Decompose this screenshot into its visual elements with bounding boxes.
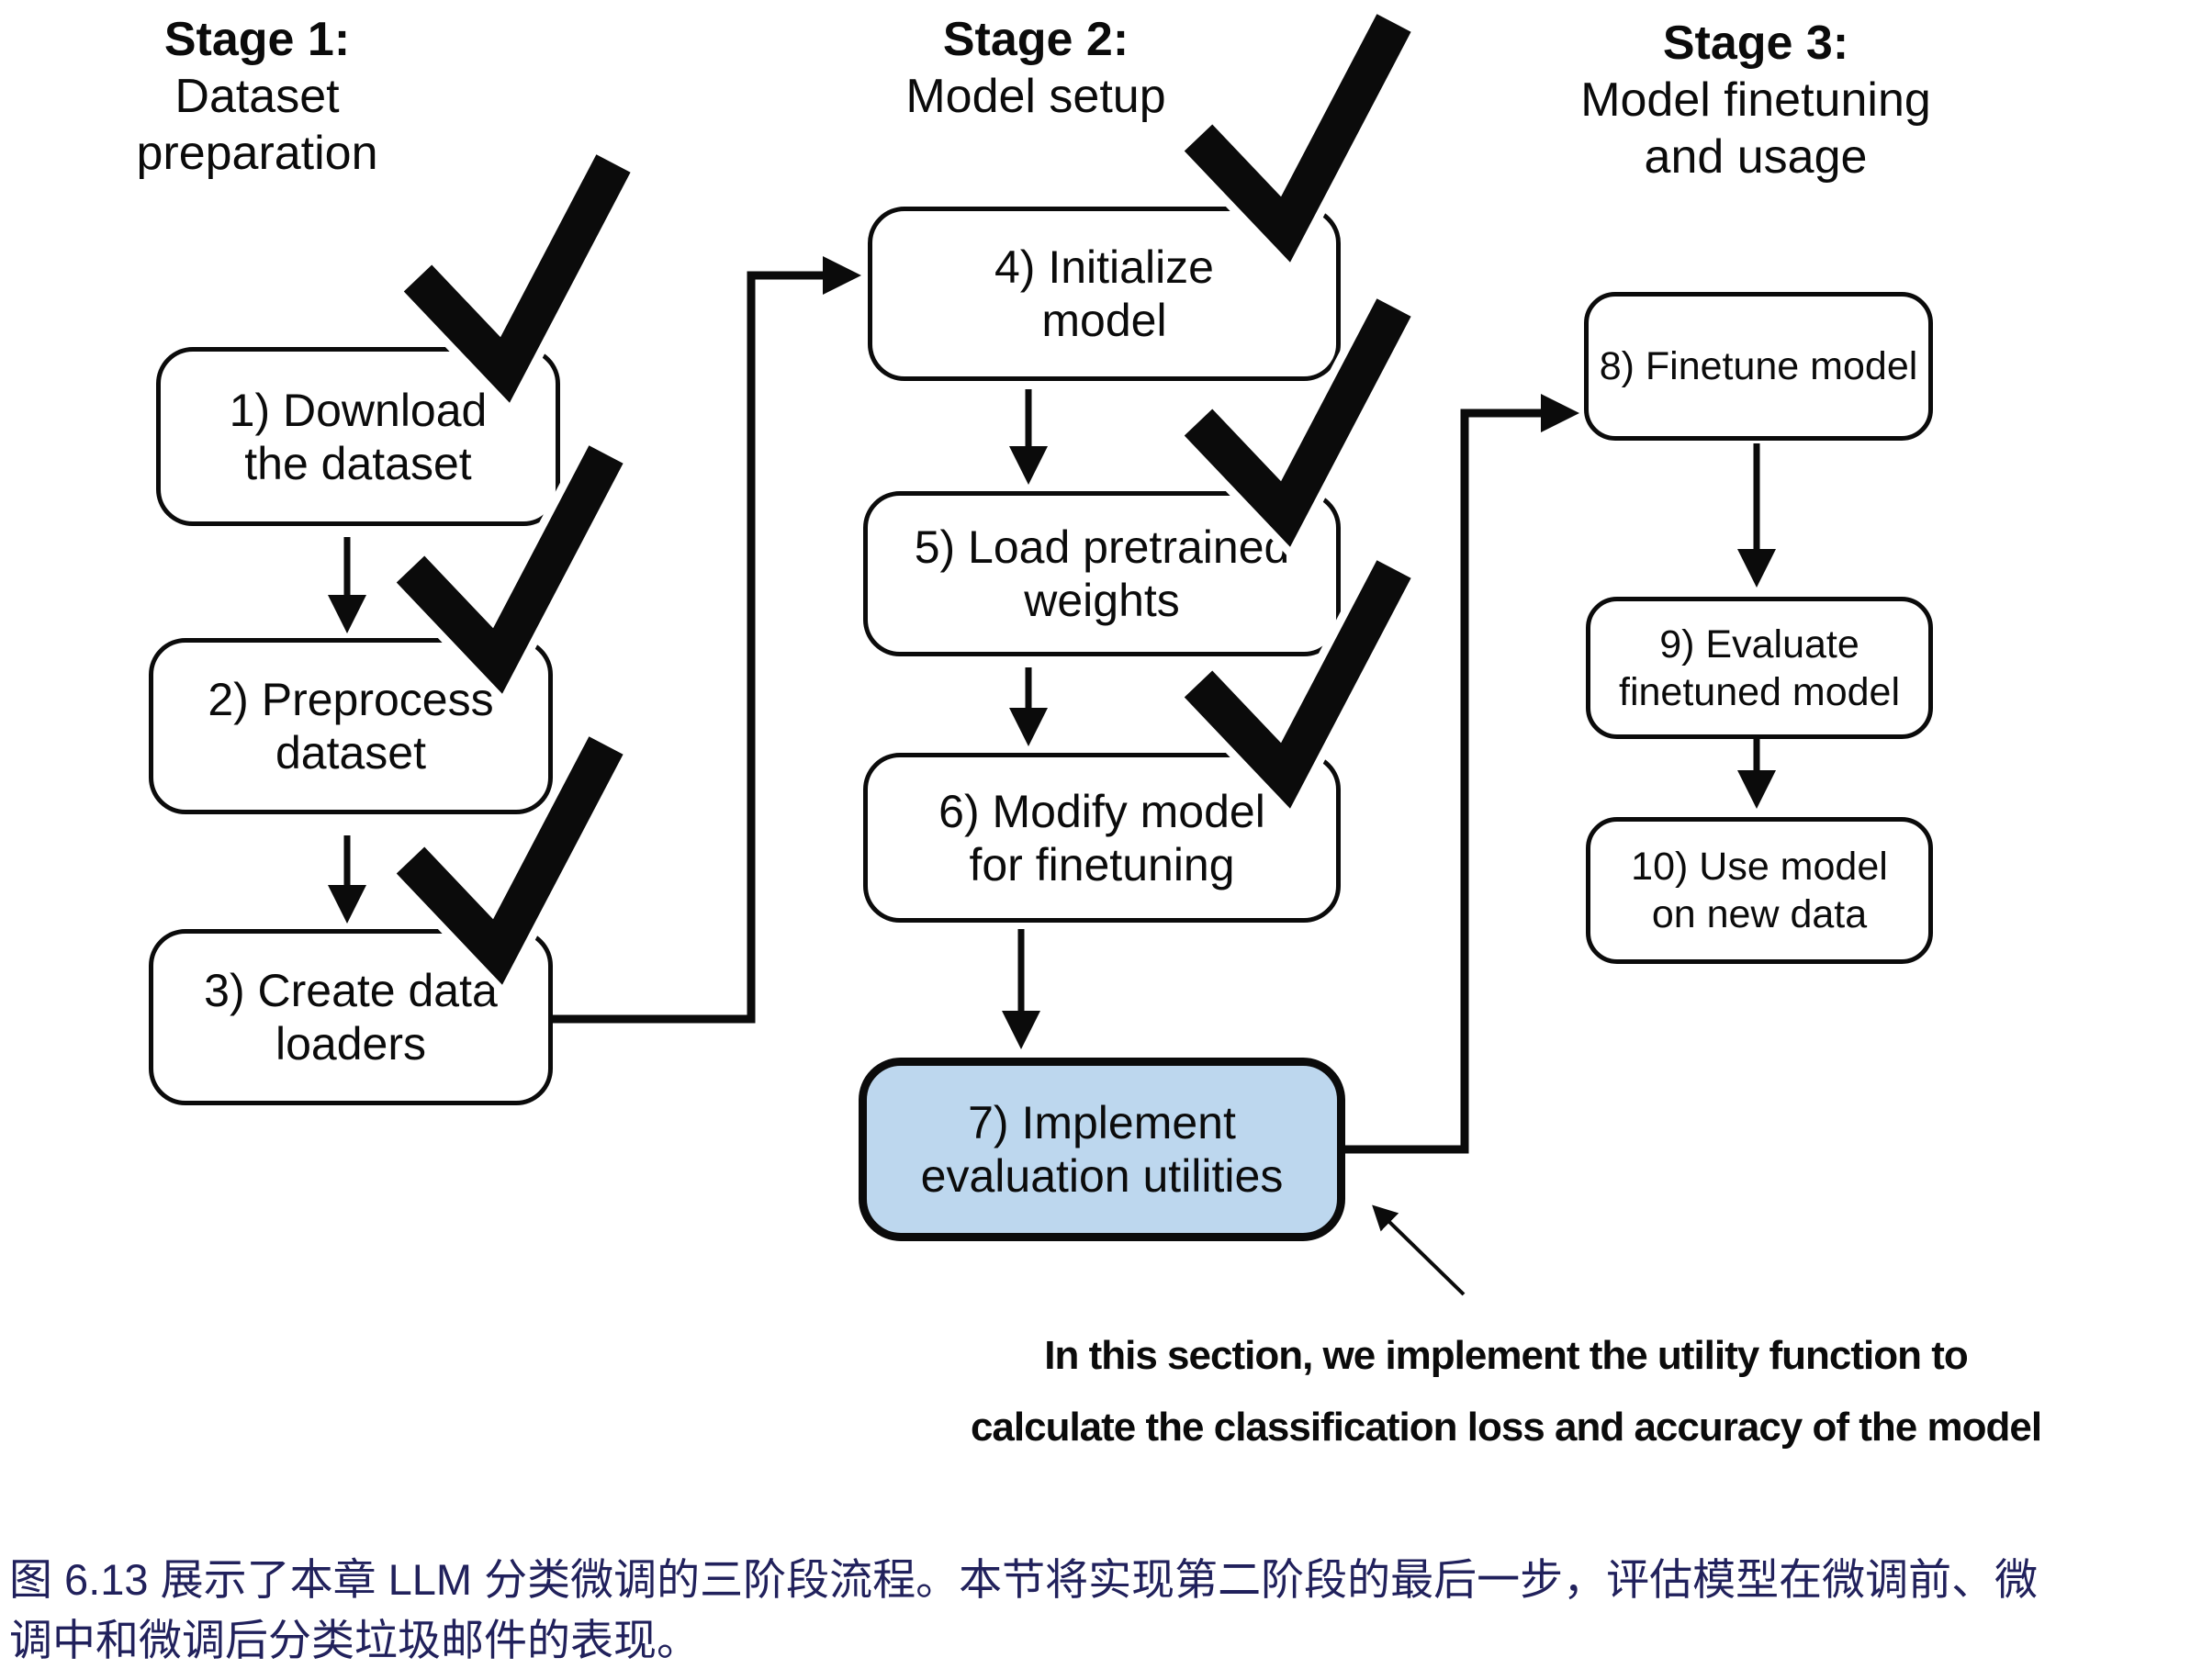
stage1-subtitle: Dataset preparation bbox=[136, 70, 378, 180]
step-label: for finetuning bbox=[969, 838, 1235, 890]
stage1-heading: Stage 1: Dataset preparation bbox=[55, 11, 459, 182]
step-label: the dataset bbox=[244, 437, 472, 489]
step-box-1-download-dataset: 1) Download the dataset bbox=[156, 347, 560, 526]
stage2-title: Stage 2: bbox=[942, 13, 1129, 66]
step-box-6-modify-model: 6) Modify model for finetuning bbox=[863, 753, 1341, 923]
step-box-7-implement-evaluation-utilities: 7) Implement evaluation utilities bbox=[859, 1058, 1345, 1241]
step-box-8-finetune-model: 8) Finetune model bbox=[1584, 292, 1933, 441]
step-label: on new data bbox=[1651, 892, 1868, 936]
step-label: 3) Create data bbox=[204, 965, 498, 1016]
step-box-10-use-model-new-data: 10) Use model on new data bbox=[1586, 817, 1933, 964]
figure-caption: 图 6.13 展示了本章 LLM 分类微调的三阶段流程。本节将实现第二阶段的最后… bbox=[9, 1550, 2202, 1671]
annotation-line-2: calculate the classification loss and ac… bbox=[970, 1405, 2042, 1450]
step-box-3-create-data-loaders: 3) Create data loaders bbox=[149, 929, 553, 1105]
annotation-line-1: In this section, we implement the utilit… bbox=[1044, 1333, 1969, 1378]
step-box-2-preprocess-dataset: 2) Preprocess dataset bbox=[149, 638, 553, 814]
step-label: 4) Initialize bbox=[994, 241, 1214, 293]
checkmark-icon bbox=[398, 151, 638, 418]
stage3-title: Stage 3: bbox=[1662, 17, 1849, 70]
step-label: 7) Implement bbox=[968, 1097, 1236, 1148]
step-label: 5) Load pretrained bbox=[914, 521, 1290, 573]
step-box-4-initialize-model: 4) Initialize model bbox=[868, 207, 1341, 381]
step-label: finetuned model bbox=[1619, 669, 1900, 714]
step-label: 9) Evaluate bbox=[1659, 622, 1859, 666]
step-box-5-load-pretrained-weights: 5) Load pretrained weights bbox=[863, 491, 1341, 656]
step-label: 1) Download bbox=[229, 384, 488, 436]
connector-box7-to-box8 bbox=[1343, 394, 1579, 1154]
caption-line-2: 调中和微调后分类垃圾邮件的表现。 bbox=[9, 1616, 700, 1664]
annotation-arrow-icon bbox=[1372, 1204, 1466, 1296]
stage2-heading: Stage 2: Model setup bbox=[834, 11, 1238, 125]
connector-box3-to-box4 bbox=[549, 256, 861, 1024]
stage3-subtitle: Model finetuning and usage bbox=[1580, 73, 1931, 184]
caption-line-1: 图 6.13 展示了本章 LLM 分类微调的三阶段流程。本节将实现第二阶段的最后… bbox=[9, 1555, 2039, 1604]
step-label: 2) Preprocess bbox=[208, 674, 494, 725]
step-label: model bbox=[1041, 295, 1167, 346]
step-label: 10) Use model bbox=[1631, 845, 1888, 889]
stage1-title: Stage 1: bbox=[163, 13, 351, 66]
stage2-subtitle: Model setup bbox=[905, 70, 1166, 123]
step-label: 8) Finetune model bbox=[1599, 344, 1918, 388]
step-label: weights bbox=[1024, 575, 1180, 626]
step-label: 6) Modify model bbox=[938, 785, 1265, 837]
stage3-heading: Stage 3: Model finetuning and usage bbox=[1554, 15, 1958, 185]
step-box-9-evaluate-finetuned-model: 9) Evaluate finetuned model bbox=[1586, 597, 1933, 739]
step-label: evaluation utilities bbox=[920, 1150, 1284, 1202]
step-label: loaders bbox=[275, 1018, 426, 1070]
annotation-text: In this section, we implement the utilit… bbox=[826, 1320, 2185, 1463]
step-label: dataset bbox=[275, 727, 426, 778]
